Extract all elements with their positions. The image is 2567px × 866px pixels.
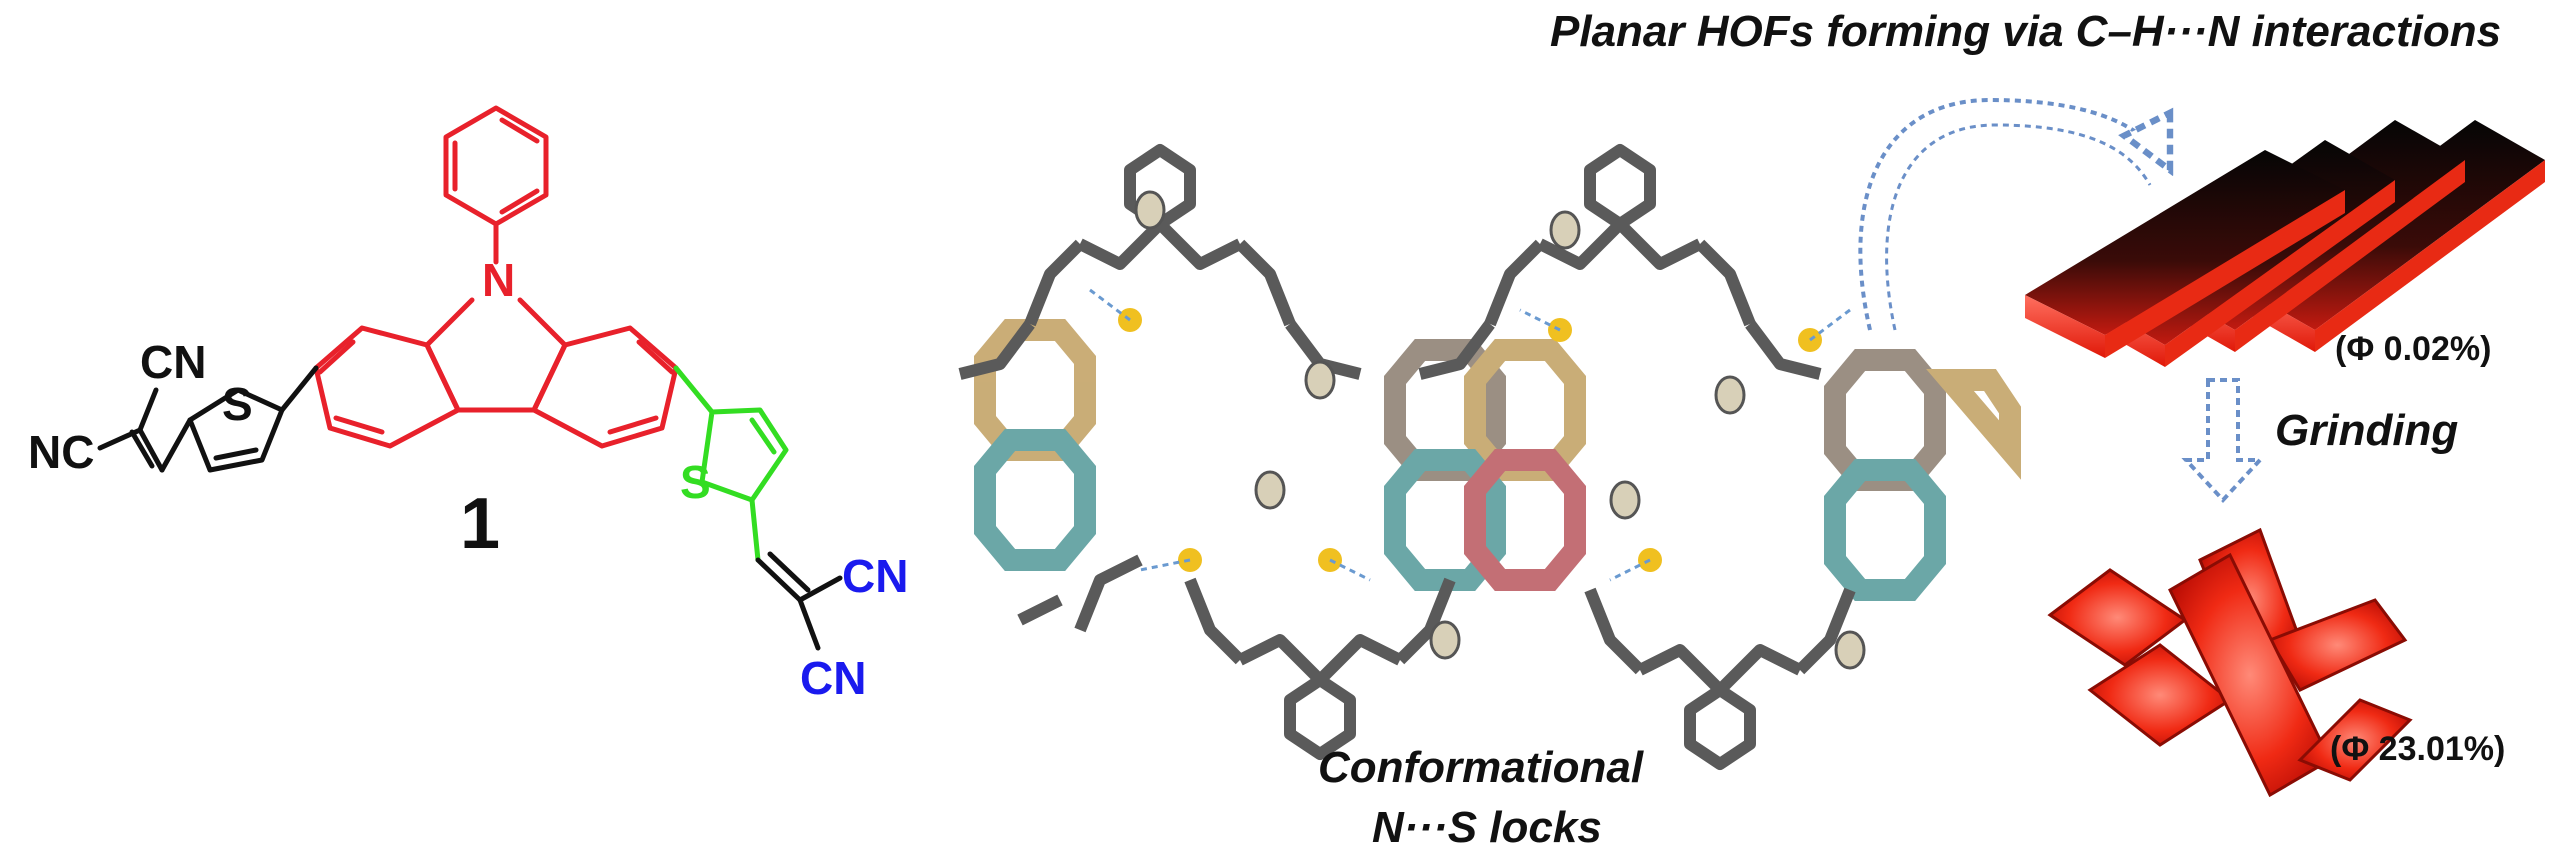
n-carbazole-label: N: [482, 254, 515, 306]
cn-right-lower-label: CN: [800, 652, 866, 704]
ground-crystal-shards: [2047, 527, 2413, 798]
phi-before-label: (Φ 0.02%): [2335, 330, 2491, 368]
stacking-tiles: [974, 319, 2021, 601]
molecule-structure: [97, 105, 843, 651]
crystal-slab-1: [2025, 150, 2345, 358]
s-left-label: S: [222, 378, 253, 430]
down-arrow: [2181, 378, 2265, 503]
interaction-arrow: [1858, 97, 2170, 331]
phi-after-label: (Φ 23.01%): [2330, 730, 2505, 768]
compound-number: 1: [460, 484, 500, 564]
dicyanovinyl-right: [755, 551, 843, 651]
crystal-caption-line1: Conformational: [1318, 743, 1644, 792]
stacked-planar-crystals: [2025, 120, 2545, 367]
cn-right-upper-label: CN: [842, 550, 908, 602]
hof-title: Planar HOFs forming via C–H···N interact…: [1550, 7, 2501, 56]
atom-labels: CN NC S N S CN CN 1: [28, 254, 908, 704]
s-right-label: S: [680, 456, 711, 508]
cn-top-left-label: CN: [140, 336, 206, 388]
nc-left-label: NC: [28, 426, 94, 478]
crystal-caption-line2: N···S locks: [1372, 803, 1602, 852]
thiophene-left: [97, 365, 319, 473]
hydrogen-bond-contacts: [1089, 288, 1851, 582]
thiophene-right: [673, 365, 789, 563]
phenyl-ring: [443, 105, 549, 265]
crystal-packing: Conformational N···S locks: [958, 144, 2021, 852]
grinding-label: Grinding: [2275, 406, 2458, 455]
carbazole-core: [313, 297, 679, 449]
guest-molecules: [1134, 190, 1866, 670]
molecular-frameworks: [958, 144, 1856, 770]
